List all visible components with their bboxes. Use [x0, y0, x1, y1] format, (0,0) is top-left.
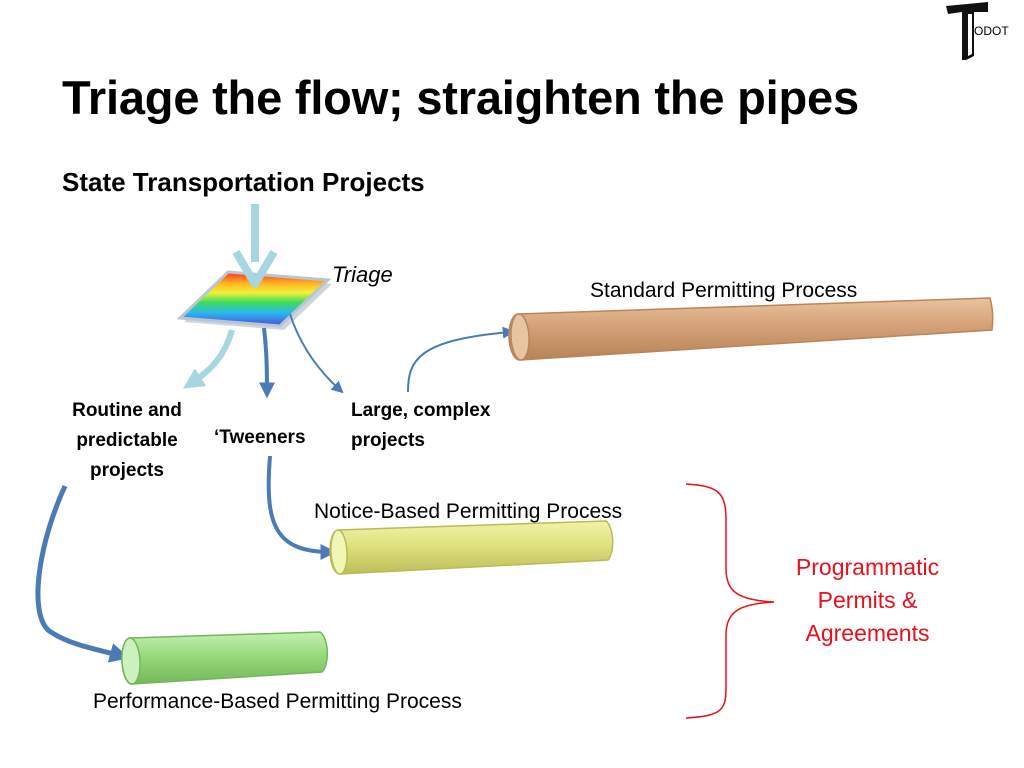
category-routine-line: projects — [90, 460, 164, 481]
triage-label: Triage — [332, 262, 393, 287]
notice-pipe — [329, 520, 614, 575]
triage-to-routine-arrow — [182, 329, 235, 389]
programmatic-line: Permits & — [817, 587, 918, 613]
tweeners-to-notice-arrow — [266, 455, 337, 560]
programmatic-line: Agreements — [805, 620, 930, 646]
category-large: Large, complex projects — [351, 396, 490, 456]
subtitle: State Transportation Projects — [62, 167, 425, 197]
performance-process-label: Performance-Based Permitting Process — [93, 690, 462, 713]
category-routine-line: predictable — [76, 430, 178, 451]
category-tweeners: ‘Tweeners — [214, 427, 306, 448]
programmatic-label: Programmatic Permits & Agreements — [760, 551, 975, 650]
programmatic-brace — [685, 483, 775, 719]
odot-logo — [944, 0, 1024, 62]
triage-filter — [176, 270, 332, 330]
category-routine-line: Routine and — [72, 400, 182, 421]
triage-to-tweeners-arrow — [258, 327, 275, 399]
programmatic-line: Programmatic — [795, 554, 940, 580]
standard-pipe — [508, 297, 994, 361]
notice-process-label: Notice-Based Permitting Process — [314, 500, 623, 523]
routine-to-performance-arrow — [35, 484, 130, 663]
performance-pipe — [121, 631, 329, 685]
odot-logo-mark — [946, 2, 988, 60]
slide-title: Triage the flow; straighten the pipes — [62, 71, 859, 124]
category-large-line: Large, complex — [351, 400, 491, 421]
triage-to-large-arrow — [289, 313, 344, 394]
incoming-arrow — [232, 204, 278, 288]
category-routine: Routine and predictable projects — [56, 396, 198, 486]
large-to-standard-arrow — [407, 326, 515, 393]
standard-process-label: Standard Permitting Process — [590, 279, 858, 302]
odot-logo-text: ODOT — [974, 24, 1009, 38]
category-large-line: projects — [351, 430, 425, 451]
